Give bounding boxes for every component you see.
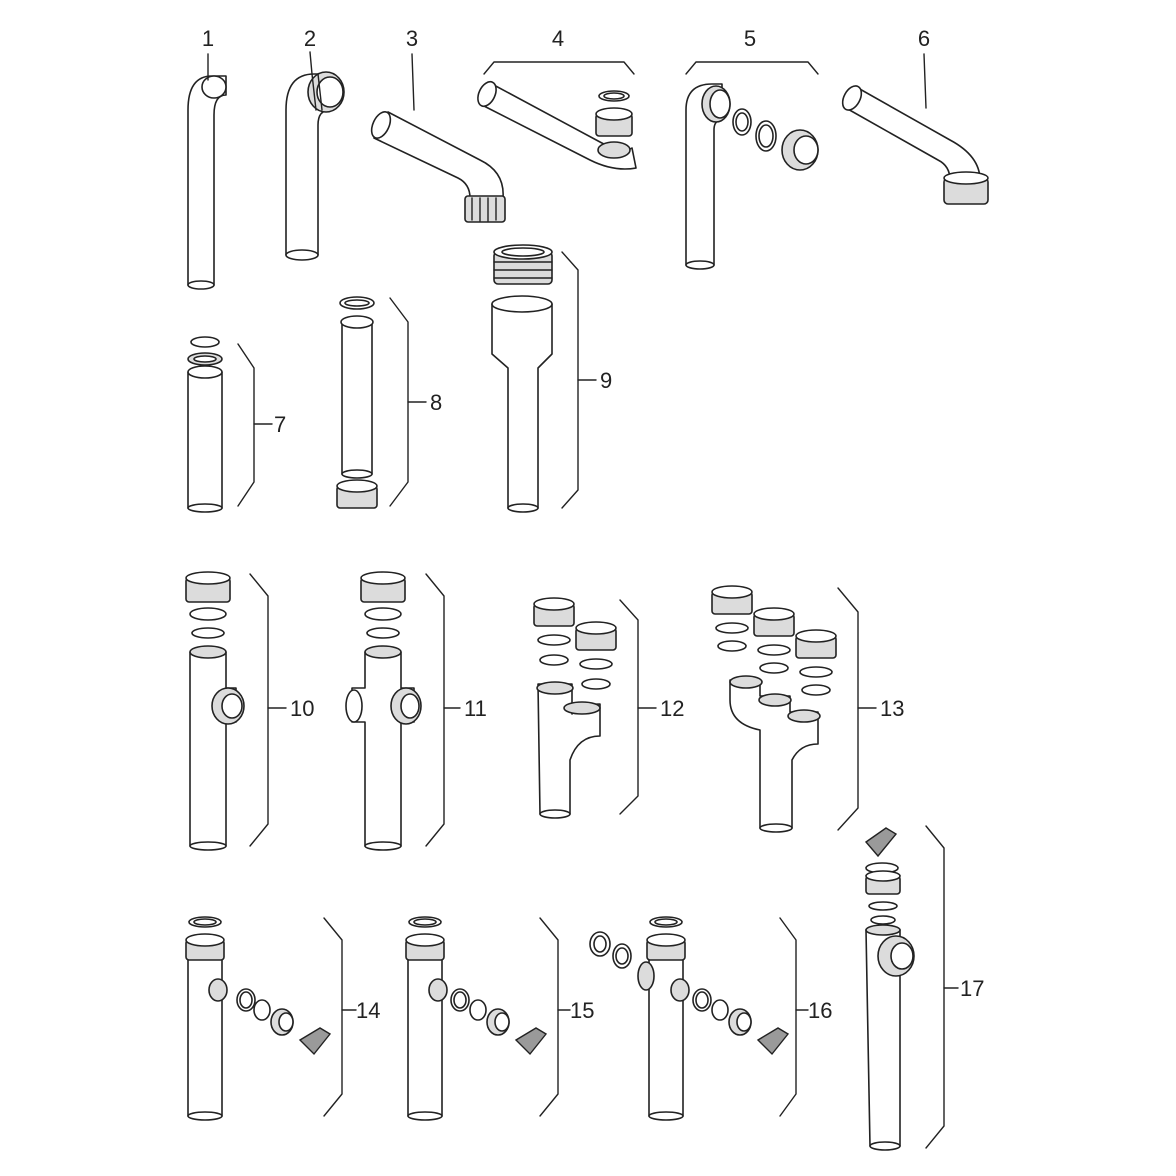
callout-5: 5 — [744, 26, 756, 51]
part-8-pipe-with-nut — [336, 296, 427, 509]
callout-16: 16 — [808, 998, 832, 1023]
part-16-double-side-inlet-pipe — [589, 916, 809, 1121]
callout-4: 4 — [552, 26, 564, 51]
callout-14: 14 — [356, 998, 380, 1023]
callout-15: 15 — [570, 998, 594, 1023]
part-11-double-tee-pipe — [345, 571, 461, 851]
part-1-bend-pipe — [187, 53, 227, 290]
part-4-elbow-pipe-set — [477, 61, 637, 170]
part-10-tee-pipe — [185, 571, 287, 851]
part-9-socket-pipe — [491, 244, 597, 513]
part-14-side-inlet-pipe — [185, 916, 357, 1121]
part-2-bend-pipe-ribbed — [285, 51, 345, 261]
callout-9: 9 — [600, 368, 612, 393]
callout-13: 13 — [880, 696, 904, 721]
callout-6: 6 — [918, 26, 930, 51]
callout-1: 1 — [202, 26, 214, 51]
part-17-angled-inlet-pipe — [864, 825, 959, 1151]
callout-3: 3 — [406, 26, 418, 51]
callout-10: 10 — [290, 696, 314, 721]
part-6-elbow-pipe-threaded — [841, 53, 989, 205]
callout-17: 17 — [960, 976, 984, 1001]
callout-12: 12 — [660, 696, 684, 721]
part-7-pipe-with-ring — [187, 336, 273, 513]
part-12-twin-inlet-pipe — [533, 597, 657, 819]
callout-8: 8 — [430, 390, 442, 415]
part-3-elbow-pipe — [370, 53, 506, 223]
callout-2: 2 — [304, 26, 316, 51]
callout-7: 7 — [274, 412, 286, 437]
part-5-bend-pipe-set — [685, 61, 819, 270]
callout-11: 11 — [464, 696, 487, 721]
part-13-triple-inlet-pipe — [711, 585, 877, 833]
part-15-side-inlet-pipe — [405, 916, 571, 1121]
